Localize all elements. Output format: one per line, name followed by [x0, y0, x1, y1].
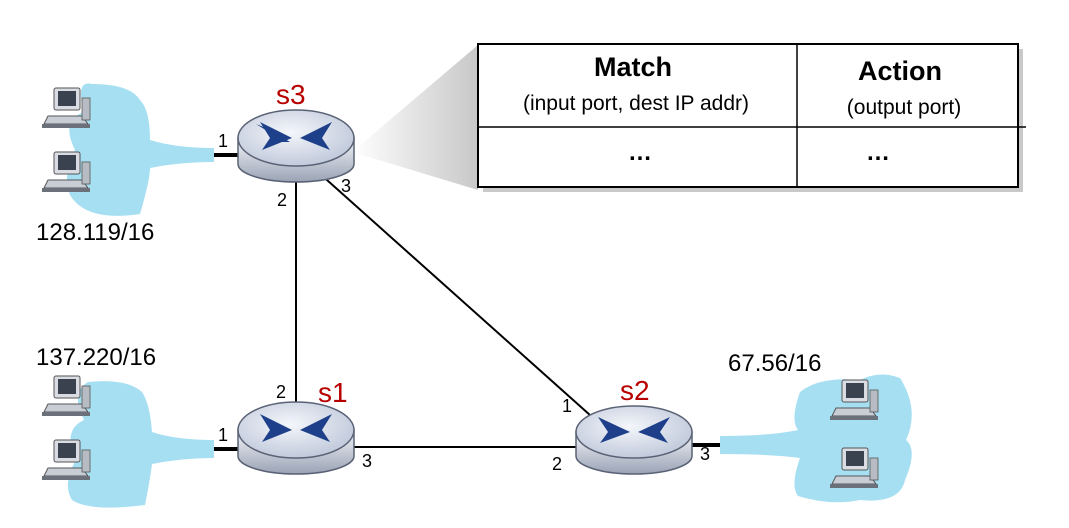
subnet-cloud-right [720, 374, 912, 503]
action-cell: … [866, 139, 890, 166]
switch-arrows-icon [598, 417, 670, 443]
switch-arrows-icon [256, 122, 332, 150]
subnet-label: 67.56/16 [728, 350, 821, 377]
port-label: 1 [218, 131, 228, 151]
callout-wedge [352, 45, 478, 190]
port-label: 2 [276, 382, 286, 402]
action-subheader: (output port) [847, 96, 961, 119]
port-label: 3 [341, 176, 351, 196]
port-label: 2 [277, 190, 287, 210]
switch-s2 [575, 405, 693, 475]
switch-arrows-icon [260, 414, 332, 442]
switch-name-s3: s3 [276, 79, 306, 110]
switch-s3 [237, 109, 355, 183]
subnet-label: 137.220/16 [36, 344, 156, 371]
match-header: Match [594, 52, 672, 82]
flow-table: Match (input port, dest IP addr) Action … [477, 43, 1026, 192]
switch-name-s1: s1 [318, 377, 348, 408]
switch-name-s2: s2 [620, 375, 650, 406]
subnet-cloud-left-bottom [67, 381, 214, 508]
port-label: 2 [552, 454, 562, 474]
port-label: 3 [700, 444, 710, 464]
port-label: 1 [562, 396, 572, 416]
match-subheader: (input port, dest IP addr) [523, 92, 749, 115]
link-s3-s2 [317, 171, 601, 425]
port-label: 3 [362, 451, 372, 471]
port-label: 1 [218, 425, 228, 445]
subnet-cloud-left-top [66, 83, 214, 216]
host-computer-icon [41, 375, 91, 417]
match-cell: … [628, 139, 652, 166]
subnet-label: 128.119/16 [36, 219, 154, 246]
action-header: Action [858, 56, 942, 86]
switch-s1 [237, 401, 355, 475]
